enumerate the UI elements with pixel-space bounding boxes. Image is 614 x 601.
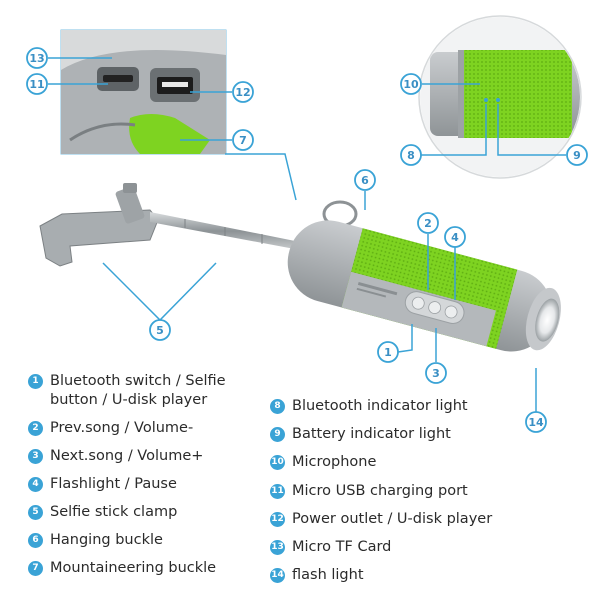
legend-text: Selfie stick clamp — [50, 504, 178, 520]
legend-number-badge: 3 — [28, 449, 43, 464]
svg-text:13: 13 — [29, 52, 44, 65]
legend-number-badge: 4 — [28, 477, 43, 492]
legend-number-badge: 13 — [270, 539, 285, 555]
callout-7: 7 — [232, 129, 254, 151]
callout-2: 2 — [417, 212, 439, 234]
legend-number-badge: 10 — [270, 455, 285, 471]
legend-item: 3 Next.song / Volume+ — [28, 447, 260, 466]
selfie-stick-device — [39, 183, 561, 352]
inset-ports-photo — [60, 29, 227, 155]
callout-12: 12 — [232, 81, 254, 103]
inset-microphone-photo — [418, 15, 582, 179]
legend-number-badge: 9 — [270, 427, 285, 443]
legend-text: Battery indicator light — [292, 426, 451, 443]
svg-text:2: 2 — [424, 217, 432, 230]
legend-item: 14 flash light — [270, 566, 570, 585]
legend-item: 13 Micro TF Card — [270, 538, 570, 557]
legend-text: Micro TF Card — [292, 538, 392, 555]
legend-number-badge: 6 — [28, 533, 43, 548]
legend-text: Hanging buckle — [50, 532, 163, 548]
legend-number-badge: 2 — [28, 421, 43, 436]
legend-item: 11 Micro USB charging port — [270, 482, 570, 501]
legend-number-badge: 12 — [270, 511, 285, 527]
callout-5: 5 — [149, 319, 171, 341]
legend-number-badge: 11 — [270, 483, 285, 499]
callout-4: 4 — [444, 226, 466, 248]
svg-text:5: 5 — [156, 324, 164, 337]
legend-text: Flashlight / Pause — [50, 476, 177, 492]
legend-text: Bluetooth switch / Selfie button / U-dis… — [50, 373, 226, 408]
svg-text:4: 4 — [451, 231, 459, 244]
svg-text:8: 8 — [407, 149, 415, 162]
callout-6: 6 — [354, 169, 376, 191]
callout-13: 13 — [26, 47, 48, 69]
legend-text: Mountaineering buckle — [50, 560, 217, 576]
legend-number-badge: 8 — [270, 399, 285, 414]
svg-text:14: 14 — [528, 416, 544, 429]
svg-text:10: 10 — [403, 78, 419, 91]
legend-text: Next.song / Volume+ — [50, 448, 204, 464]
callout-10: 10 — [400, 73, 422, 95]
legend-item: 4 Flashlight / Pause — [28, 475, 260, 494]
legend-right: 8 Bluetooth indicator light 9 Battery indic… — [270, 397, 570, 594]
legend-text: flash light — [292, 567, 364, 584]
svg-text:3: 3 — [432, 367, 440, 380]
callout-3: 3 — [425, 362, 447, 384]
legend-number-badge: 14 — [270, 568, 285, 584]
legend-item: 1 Bluetooth switch / Selfie button / U-di… — [28, 372, 260, 410]
callout-8: 8 — [400, 144, 422, 166]
legend-item: 2 Prev.song / Volume- — [28, 419, 260, 438]
legend-text: Power outlet / U-disk player — [292, 510, 493, 527]
svg-text:1: 1 — [384, 346, 392, 359]
callout-9: 9 — [566, 144, 588, 166]
legend-item: 5 Selfie stick clamp — [28, 503, 260, 522]
legend-text: Bluetooth indicator light — [292, 398, 468, 414]
callout-lines — [48, 57, 566, 412]
legend-item: 12 Power outlet / U-disk player — [270, 510, 570, 529]
legend-number-badge: 1 — [28, 374, 43, 389]
callout-markers: 13 11 12 7 10 8 9 6 2 4 3 1 5 14 — [26, 47, 588, 433]
legend-number-badge: 7 — [28, 561, 43, 576]
callout-1: 1 — [377, 341, 399, 363]
legend-number-badge: 5 — [28, 505, 43, 520]
legend-text: Microphone — [292, 454, 377, 471]
legend-left: 1 Bluetooth switch / Selfie button / U-di… — [28, 372, 260, 587]
legend-item: 9 Battery indicator light — [270, 425, 570, 444]
svg-text:9: 9 — [573, 149, 581, 162]
callout-11: 11 — [26, 73, 48, 95]
legend-item: 8 Bluetooth indicator light — [270, 397, 570, 416]
svg-text:7: 7 — [239, 134, 247, 147]
svg-text:12: 12 — [235, 86, 250, 99]
callout-14: 14 — [525, 411, 547, 433]
svg-text:6: 6 — [361, 174, 369, 187]
svg-text:11: 11 — [29, 78, 44, 91]
legend-item: 7 Mountaineering buckle — [28, 559, 260, 578]
legend-item: 6 Hanging buckle — [28, 531, 260, 550]
legend-text: Prev.song / Volume- — [50, 420, 194, 436]
legend-text: Micro USB charging port — [292, 482, 468, 499]
legend-item: 10 Microphone — [270, 453, 570, 472]
